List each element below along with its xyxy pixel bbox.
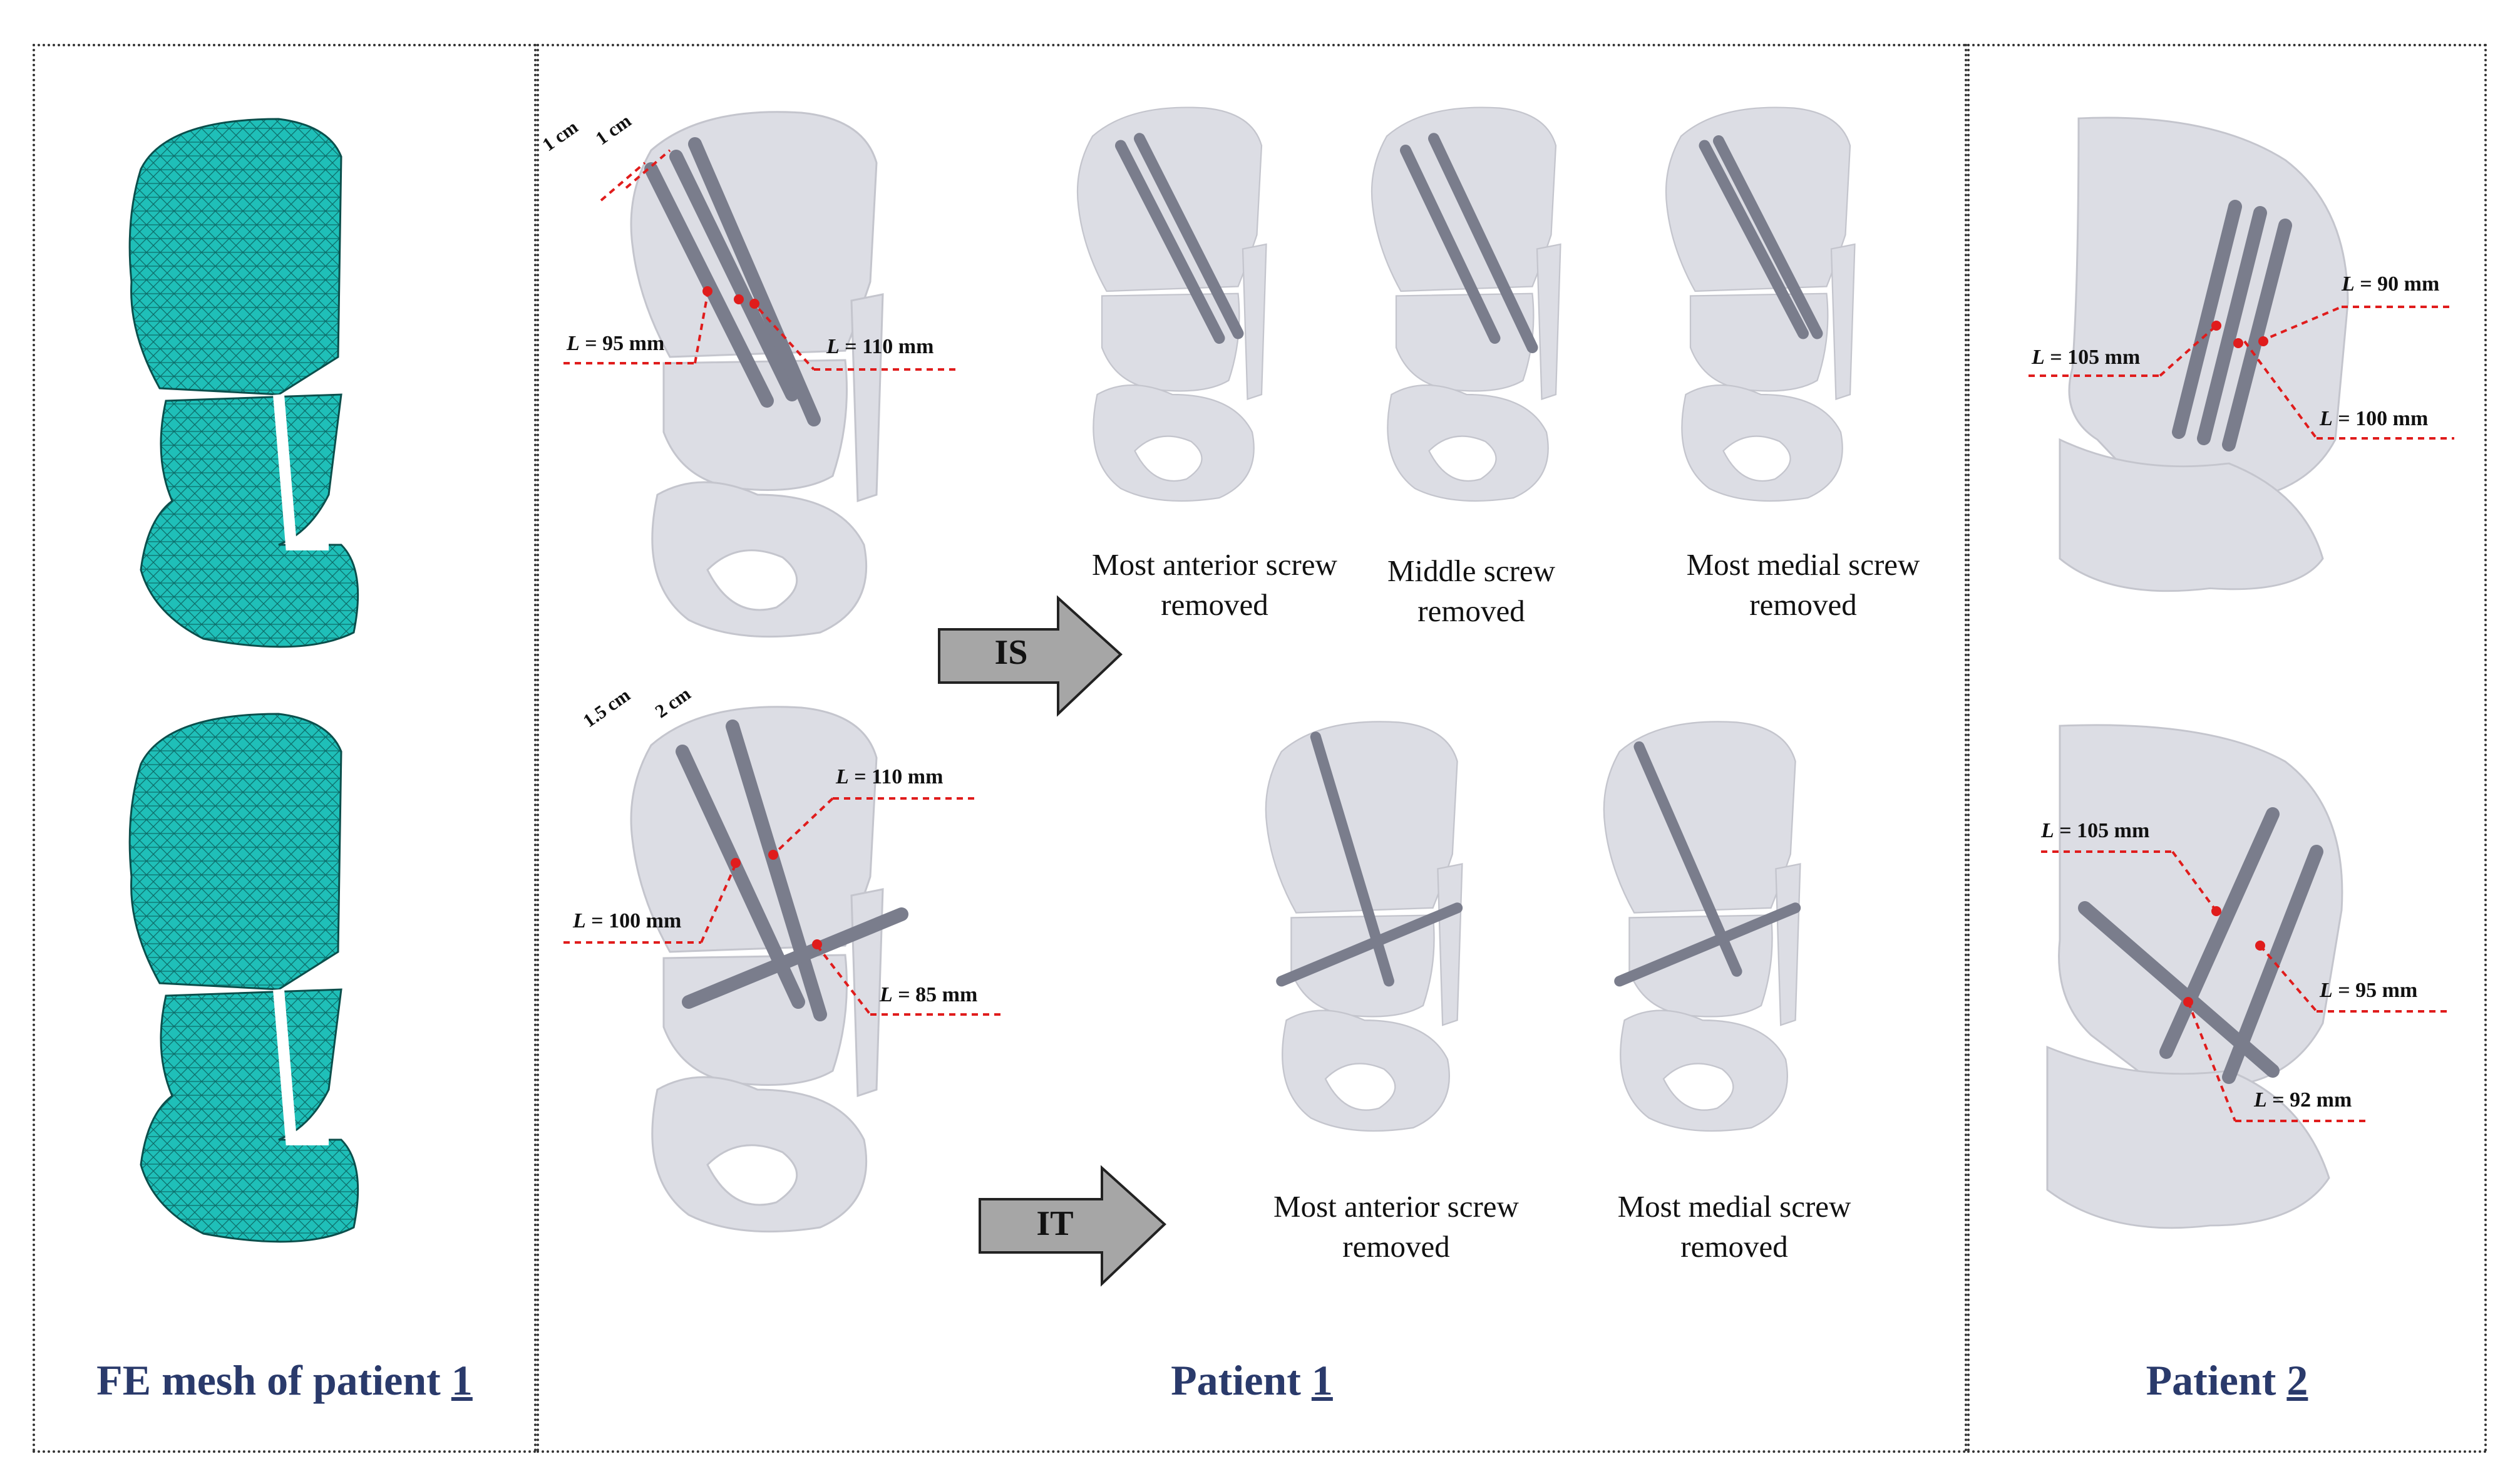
is-arrow [938, 595, 1123, 717]
len-p1-is-b-symbol: L [826, 335, 840, 358]
len-p1-it-a-value: = 110 mm [848, 765, 944, 788]
len-p2-it-b: L = 95 mm [2320, 979, 2417, 1003]
len-p2-it-c: L = 92 mm [2254, 1088, 2352, 1112]
panel-patient-2 [1967, 44, 2487, 1453]
len-p1-is-a: L = 95 mm [567, 332, 664, 356]
len-p2-is-a-value: = 90 mm [2354, 272, 2440, 296]
panel-fe-mesh [33, 44, 537, 1453]
p1-it-annotations [563, 797, 1002, 1016]
len-p2-is-c-symbol: L [2320, 407, 2333, 430]
p2-is-screws [2172, 200, 2292, 452]
p1-is-variant-anterior [1076, 106, 1267, 502]
len-p1-it-b-symbol: L [573, 909, 586, 932]
label-it-medial: Most medial screw removed [1617, 1189, 1851, 1264]
caption-patient-2-num: 2 [2286, 1356, 2308, 1404]
p1-is-screws [644, 137, 821, 426]
fe-mesh-top [128, 118, 359, 648]
p1-is-annotations [563, 149, 958, 371]
len-p2-is-a: L = 90 mm [2342, 272, 2439, 296]
panel-patient-1 [537, 44, 1967, 1453]
len-p1-it-c-value: = 85 mm [892, 983, 978, 1006]
label-is-medial: Most medial screw removed [1686, 547, 1920, 622]
caption-fe-mesh: FE mesh of patient 1 [33, 1356, 537, 1405]
label-is-anterior: Most anterior screw removed [1092, 547, 1337, 622]
p1-is-variant-medial [1665, 106, 1856, 502]
len-p2-it-c-symbol: L [2254, 1088, 2267, 1112]
len-p2-is-a-symbol: L [2342, 272, 2355, 296]
caption-patient-2: Patient 2 [1967, 1356, 2487, 1405]
len-p2-it-c-value: = 92 mm [2266, 1088, 2352, 1112]
len-p1-is-b: L = 110 mm [826, 335, 933, 359]
caption-patient-1-num: 1 [1311, 1356, 1333, 1404]
len-p1-it-c-symbol: L [880, 983, 893, 1006]
len-p2-it-b-symbol: L [2320, 979, 2333, 1002]
p1-it-variant-anterior [1265, 721, 1463, 1132]
p1-it-variant-medial [1603, 721, 1801, 1132]
len-p2-it-a: L = 105 mm [2041, 819, 2149, 843]
p1-it-screws [676, 720, 908, 1021]
label-it-anterior: Most anterior screw removed [1273, 1189, 1519, 1264]
p2-is-annotations [2029, 306, 2454, 440]
len-p1-is-b-value: = 110 mm [839, 335, 934, 358]
len-p2-is-b: L = 105 mm [2032, 346, 2140, 369]
is-arrow-label: IS [994, 633, 1028, 672]
p1-is-variant-middle [1371, 106, 1561, 502]
len-p2-it-a-symbol: L [2041, 819, 2054, 842]
len-p1-is-a-symbol: L [567, 332, 580, 355]
caption-patient-1-prefix: Patient [1171, 1356, 1312, 1404]
p2-it-screws [2078, 807, 2323, 1084]
caption-patient-2-prefix: Patient [2146, 1356, 2287, 1404]
len-p1-it-c: L = 85 mm [880, 983, 977, 1007]
fe-mesh-bottom [128, 713, 359, 1243]
caption-fe-mesh-prefix: FE mesh of patient [96, 1356, 451, 1404]
it-arrow [979, 1165, 1166, 1287]
len-p1-it-a: L = 110 mm [836, 765, 943, 789]
len-p1-is-a-value: = 95 mm [579, 332, 665, 355]
len-p1-it-b: L = 100 mm [573, 909, 681, 933]
p2-it-annotations [2041, 850, 2448, 1122]
len-p2-is-c-value: = 100 mm [2332, 407, 2429, 430]
len-p2-is-b-symbol: L [2032, 346, 2045, 369]
label-is-middle: Middle screw removed [1387, 554, 1556, 628]
len-p2-is-c: L = 100 mm [2320, 407, 2428, 431]
len-p2-is-b-value: = 105 mm [2044, 346, 2141, 369]
len-p2-it-b-value: = 95 mm [2332, 979, 2418, 1002]
len-p1-it-b-value: = 100 mm [585, 909, 682, 932]
caption-fe-mesh-num: 1 [451, 1356, 473, 1404]
caption-patient-1: Patient 1 [537, 1356, 1967, 1405]
it-arrow-label: IT [1036, 1204, 1074, 1243]
len-p2-it-a-value: = 105 mm [2054, 819, 2150, 842]
len-p1-it-a-symbol: L [836, 765, 849, 788]
